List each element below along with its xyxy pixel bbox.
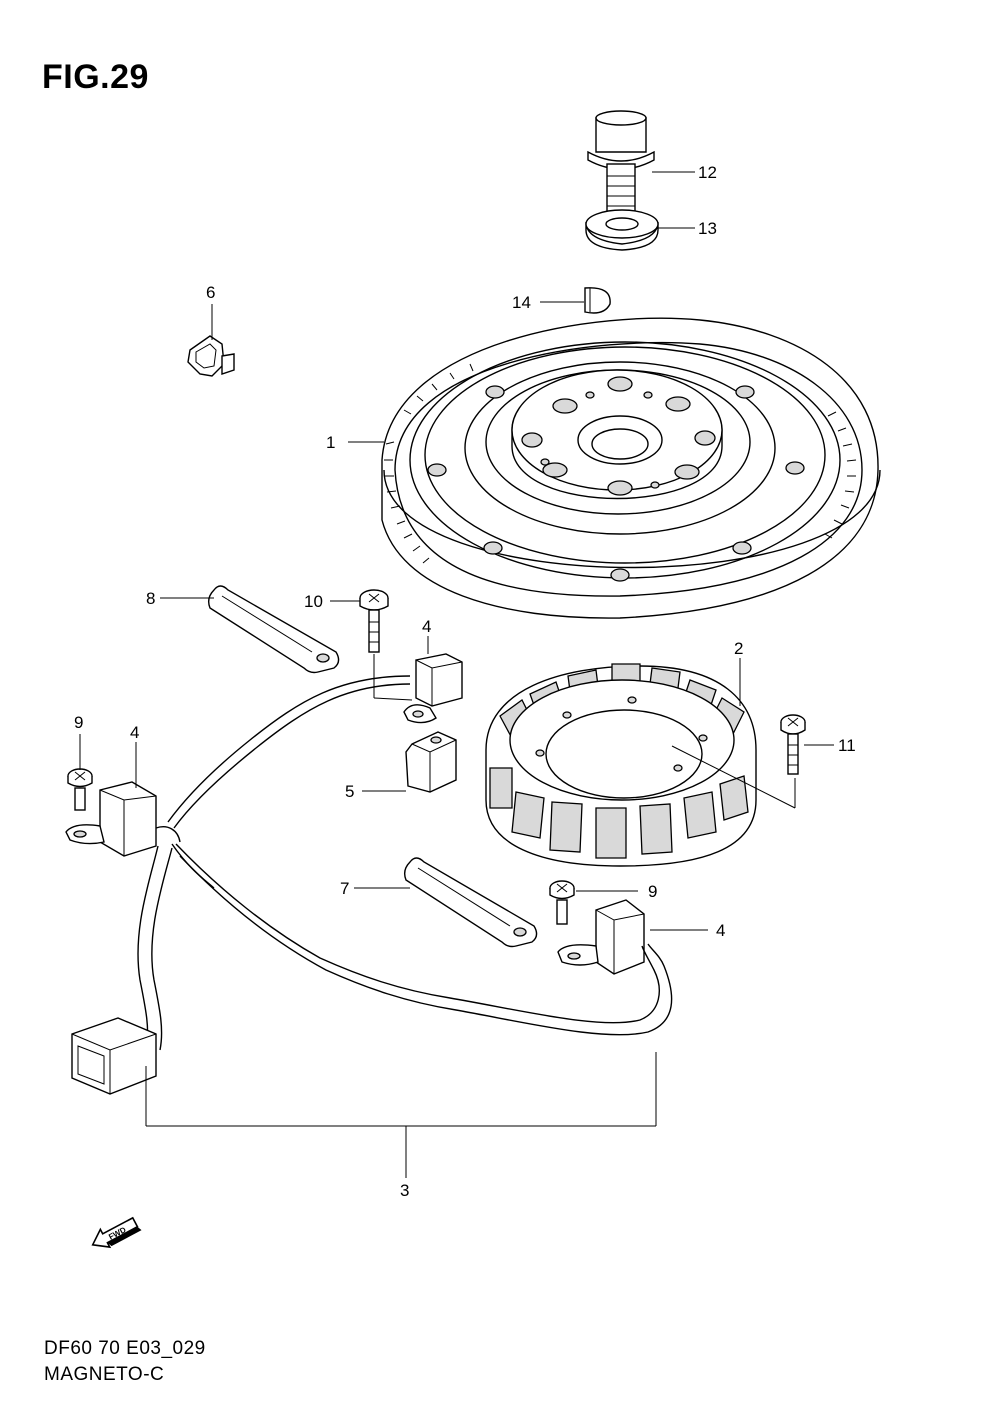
part-3-harness[interactable] — [71, 675, 673, 1095]
part-8-retainer[interactable] — [207, 585, 340, 674]
part-9-screw-left[interactable] — [67, 768, 93, 811]
figure-title: FIG.29 — [42, 58, 149, 96]
part-1-flywheel[interactable] — [381, 317, 881, 619]
leader-lines — [79, 171, 834, 1178]
part-11-screw[interactable] — [780, 714, 806, 775]
callout-1: 1 — [326, 433, 335, 452]
callout-4-left: 4 — [130, 723, 139, 742]
callout-7: 7 — [340, 879, 349, 898]
part-4-pulser-left[interactable] — [65, 781, 157, 857]
diagram-code: DF60 70 E03_029 — [44, 1338, 206, 1359]
callout-14: 14 — [512, 293, 531, 312]
callout-9-right: 9 — [648, 882, 657, 901]
callout-3: 3 — [400, 1181, 409, 1200]
part-10-screw[interactable] — [359, 589, 389, 653]
callout-9-left: 9 — [74, 713, 83, 732]
part-14-key[interactable] — [584, 287, 611, 314]
part-4-pulser-right[interactable] — [557, 899, 645, 975]
part-7-retainer[interactable] — [403, 857, 538, 948]
callout-2: 2 — [734, 639, 743, 658]
part-6-clamp[interactable] — [187, 335, 235, 377]
diagram-name: MAGNETO-C — [44, 1364, 165, 1385]
part-2-stator[interactable] — [485, 663, 757, 867]
callout-12: 12 — [698, 163, 717, 182]
fwd-arrow-icon: FWD — [91, 1216, 142, 1249]
part-9-screw-right[interactable] — [549, 880, 575, 925]
callout-8: 8 — [146, 589, 155, 608]
part-4-pulser-top[interactable] — [403, 653, 463, 724]
part-12-bolt[interactable] — [587, 110, 655, 220]
part-5-bracket[interactable] — [405, 731, 457, 793]
callout-4-top: 4 — [422, 617, 431, 636]
callout-6: 6 — [206, 283, 215, 302]
part-13-washer[interactable] — [585, 209, 659, 251]
callout-4-right: 4 — [716, 921, 725, 940]
callout-labels: 1 2 3 4 4 4 5 6 7 8 9 9 10 11 12 13 14 — [74, 163, 856, 1200]
callout-10: 10 — [304, 592, 323, 611]
callout-13: 13 — [698, 219, 717, 238]
callout-5: 5 — [345, 782, 354, 801]
callout-11: 11 — [838, 736, 856, 755]
